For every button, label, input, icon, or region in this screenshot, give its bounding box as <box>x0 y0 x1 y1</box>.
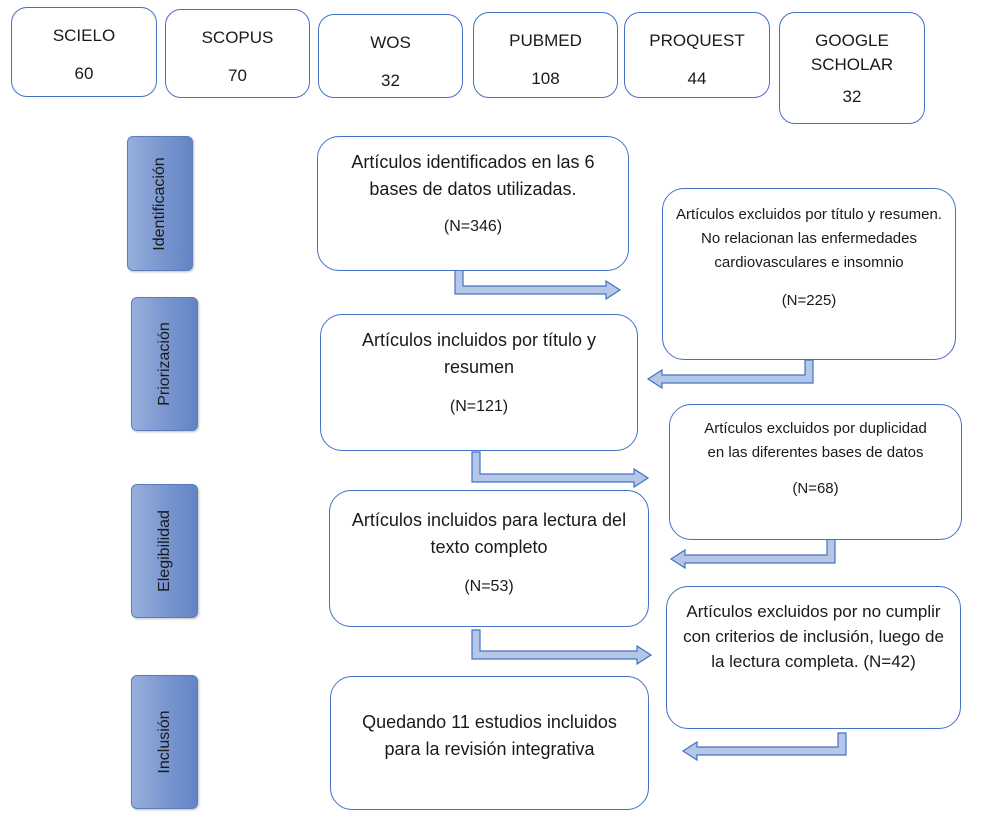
box-count: (N=346) <box>443 218 503 235</box>
source-box-wos: WOS 32 <box>318 14 463 98</box>
excluded-title-abstract-box: Artículos excluidos por título y resumen… <box>662 188 956 360</box>
phase-label-inclusion: Inclusión <box>131 675 198 809</box>
source-name: WOS <box>370 33 411 52</box>
box-text: Artículos excluidos por título y resumen… <box>676 206 942 271</box>
box-text: Quedando 11 estudios incluidos para la r… <box>362 712 617 759</box>
arrow-excluded-dup-to-fulltext <box>669 537 836 570</box>
phase-label-identificacion: Identificación <box>127 136 193 271</box>
source-name: SCIELO <box>52 26 116 45</box>
box-count: (N=225) <box>781 292 837 309</box>
included-fulltext-box: Artículos incluidos para lectura del tex… <box>329 490 649 627</box>
box-count: (N=121) <box>449 398 509 415</box>
box-text: Artículos incluidos por título y resumen <box>361 330 597 377</box>
arrow-fulltext-to-excluded-criteria <box>471 629 653 666</box>
source-count: 108 <box>531 69 560 88</box>
source-count: 32 <box>381 71 400 90</box>
box-text: Artículos incluidos para lectura del tex… <box>351 510 627 557</box>
box-text: Artículos excluidos por no cumplir con c… <box>683 602 944 671</box>
source-count: 60 <box>74 64 94 83</box>
source-name: SCOPUS <box>201 28 274 47</box>
source-name: GOOGLE SCHOLAR <box>810 31 894 74</box>
phase-label-priorizacion: Priorización <box>131 297 198 431</box>
source-count: 32 <box>842 87 862 106</box>
excluded-criteria-box: Artículos excluidos por no cumplir con c… <box>666 586 961 729</box>
included-title-abstract-box: Artículos incluidos por título y resumen… <box>320 314 638 451</box>
source-box-scielo: SCIELO 60 <box>11 7 157 97</box>
arrow-included-title-to-excluded-dup <box>471 451 650 489</box>
identified-articles-box: Artículos identificados en las 6 bases d… <box>317 136 629 271</box>
excluded-duplicates-box: Artículos excluidos por duplicidad en la… <box>669 404 962 540</box>
phase-label-elegibilidad: Elegibilidad <box>131 484 198 618</box>
arrow-excluded-to-included-title <box>646 359 814 390</box>
source-box-google-scholar: GOOGLE SCHOLAR 32 <box>779 12 925 124</box>
source-name: PUBMED <box>509 31 582 50</box>
final-studies-box: Quedando 11 estudios incluidos para la r… <box>330 676 649 810</box>
source-box-proquest: PROQUEST 44 <box>624 12 770 98</box>
arrow-identified-to-excluded <box>454 268 622 301</box>
source-box-scopus: SCOPUS 70 <box>165 9 310 98</box>
box-text: Artículos identificados en las 6 bases d… <box>351 152 595 199</box>
box-text: Artículos excluidos por duplicidad en la… <box>704 420 927 461</box>
source-box-pubmed: PUBMED 108 <box>473 12 618 98</box>
box-count: (N=53) <box>464 578 514 595</box>
source-count: 44 <box>687 69 707 88</box>
box-count: (N=68) <box>792 480 839 497</box>
arrow-excluded-criteria-to-final <box>681 732 847 762</box>
source-count: 70 <box>228 66 247 85</box>
source-name: PROQUEST <box>649 31 745 50</box>
